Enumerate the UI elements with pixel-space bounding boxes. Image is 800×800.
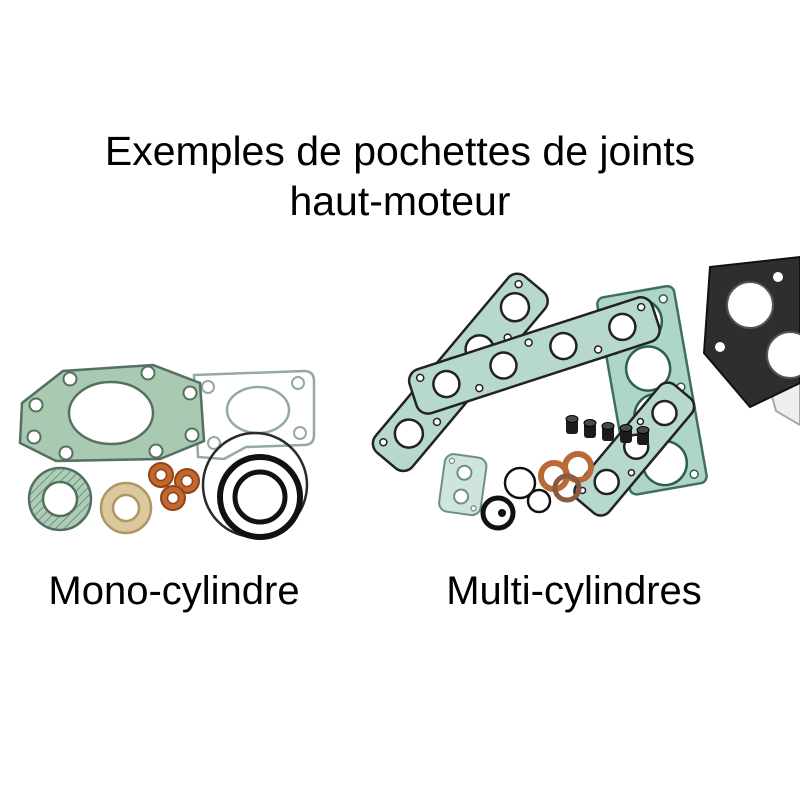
multi-cylinder-gasket-kit-icon bbox=[371, 256, 800, 531]
gasket-figures: Mono-cylindre bbox=[0, 254, 800, 614]
mono-cylinder-label: Mono-cylindre bbox=[48, 569, 300, 614]
small-gasket-icon bbox=[438, 453, 488, 517]
title-line-2: haut-moteur bbox=[289, 178, 511, 225]
small-o-rings-icon bbox=[503, 466, 552, 514]
outline-gasket-icon bbox=[192, 369, 316, 461]
oil-seal-icon bbox=[480, 495, 516, 531]
base-gasket-icon bbox=[18, 363, 206, 463]
copper-rings-icon bbox=[538, 451, 594, 503]
title-line-1: Exemples de pochettes de joints bbox=[104, 128, 696, 174]
copper-washers-icon bbox=[148, 462, 200, 512]
cover-gasket-b-icon bbox=[407, 296, 661, 415]
multi-cylinder-label: Multi-cylindres bbox=[446, 569, 702, 614]
multi-cylinder-figure: Multi-cylindres bbox=[348, 255, 800, 614]
page-title: Exemples de pochettes de joints haut-mot… bbox=[105, 126, 695, 226]
mono-cylinder-gasket-kit-icon bbox=[18, 363, 316, 541]
mono-cylinder-figure: Mono-cylindre bbox=[0, 355, 348, 614]
valve-seals-icon bbox=[565, 415, 650, 446]
dark-gasket-icon bbox=[702, 256, 800, 409]
o-rings-icon bbox=[201, 431, 309, 541]
exhaust-gasket-icon bbox=[27, 466, 93, 532]
tan-washer-icon bbox=[99, 481, 153, 535]
